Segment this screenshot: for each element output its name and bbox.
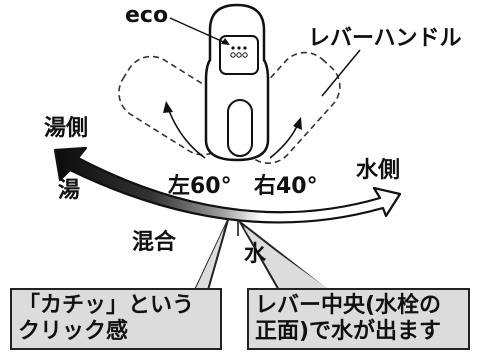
center-cold-line-2: 正面)で水が出ます (255, 319, 442, 344)
lever-leader-line (321, 49, 361, 97)
cold-label: 水 (244, 242, 267, 267)
hot-side-label: 湯側 (44, 116, 89, 141)
lever-handle (204, 3, 270, 162)
hot-label: 湯 (58, 178, 81, 203)
center-cold-callout: レバー中央(水栓の 正面)で水が出ます (247, 288, 470, 350)
eco-label: eco (125, 3, 169, 28)
right-angle-label: 右40° (254, 174, 318, 199)
mixed-label: 混合 (132, 230, 177, 255)
left-rotation-arrow (163, 101, 206, 159)
right-rotation-arrow (269, 117, 302, 159)
click-feel-line-1: 「カチッ」という (18, 293, 195, 318)
left-angle-label: 左60° (168, 174, 232, 199)
center-cold-line-1: レバー中央(水栓の (255, 293, 442, 318)
lever-handle-label: レバーハンドル (308, 26, 462, 51)
click-feel-line-2: クリック感 (18, 319, 129, 344)
eco-leader-arrow (221, 38, 230, 45)
click-feel-callout: 「カチッ」という クリック感 (10, 288, 222, 350)
cold-side-label: 水側 (356, 158, 401, 183)
temperature-arc-arrow (53, 146, 402, 224)
eco-leader-line (169, 17, 229, 45)
eco-mark-icon (230, 46, 248, 58)
click-feel-pointer (194, 219, 229, 291)
